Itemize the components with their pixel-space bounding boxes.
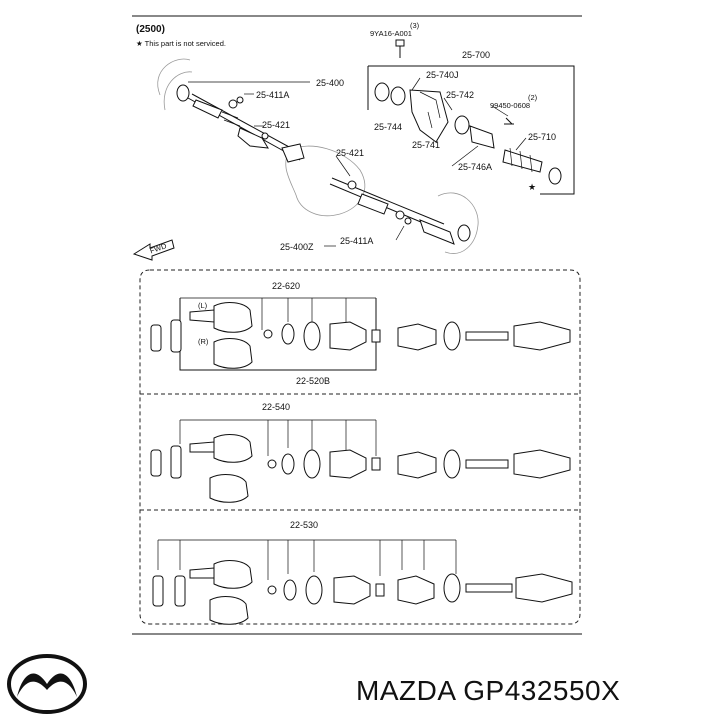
label-25-700: 25-700 [462,50,490,60]
label-22-540: 22-540 [262,402,290,412]
label-25-741: 25-741 [412,140,440,150]
intermediate-shaft-box [368,65,575,195]
label-25-411a-bottom: 25-411A [340,236,373,246]
label-25-421-b: 25-421 [336,148,364,158]
boot-upper [237,127,269,149]
label-25-744: 25-744 [374,122,402,132]
fwd-arrow: FWD [132,239,175,261]
shaft-row1 [465,331,509,341]
label-22-520b: 22-520B [296,376,330,386]
mazda-logo-oval [7,654,87,714]
label-25-746a: 25-746A [458,162,492,172]
brand-part-number: MAZDA GP432550X [356,675,620,706]
label-25-740j: 25-740J [426,70,459,80]
driveshaft-kits-box [139,269,581,625]
exploded-assembly-view: ★ FWD [132,39,575,261]
group-code: (2500) [136,24,165,35]
outer-joint-row1 [513,321,571,351]
small-bearing-bottom [395,210,405,220]
joint-row2-b [209,474,249,503]
label-bolt: 9YA16-A001 [370,29,412,38]
label-22-620: 22-620 [272,281,300,291]
transmission-housing [285,145,366,217]
label-bolt-qty: (3) [410,21,420,30]
label-99450: 99450-0608 [490,101,530,110]
not-serviced-note: ★ This part is not serviced. [136,39,226,48]
label-25-411a-top: 25-411A [256,90,289,100]
intermediate-shaft-25-710 [502,149,543,173]
seal-25-744 [374,82,390,102]
not-serviced-star: ★ [528,182,536,192]
kit-row-22-530 [152,539,573,625]
label-25-400z: 25-400Z [280,242,314,252]
mazda-logo [7,654,87,714]
label-22-530: 22-530 [290,520,318,530]
small-bearing-top [228,99,238,109]
hub-seal-ring [176,84,190,102]
label-25-742: 25-742 [446,90,474,100]
label-25-421-a: 25-421 [262,120,290,130]
bolt-99450 [504,117,514,125]
boot-row1-inner [329,321,367,351]
label-25-710: 25-710 [528,132,556,142]
label-right: (R) [198,337,209,346]
kit-row-22-620 [150,297,571,371]
boot-lower [357,193,389,215]
joint-right [213,338,253,369]
boot-row1-outer [397,323,437,351]
label-25-400: 25-400 [316,78,344,88]
bearing-25-742 [454,115,470,135]
kit-row-22-540 [150,419,571,503]
label-99450-qty: (2) [528,93,538,102]
joint-left [213,302,253,333]
label-left: (L) [198,301,208,310]
bearing-housing-25-746a [469,125,495,149]
joint-row2-a [213,434,253,463]
mazda-logo-wings [17,673,77,697]
